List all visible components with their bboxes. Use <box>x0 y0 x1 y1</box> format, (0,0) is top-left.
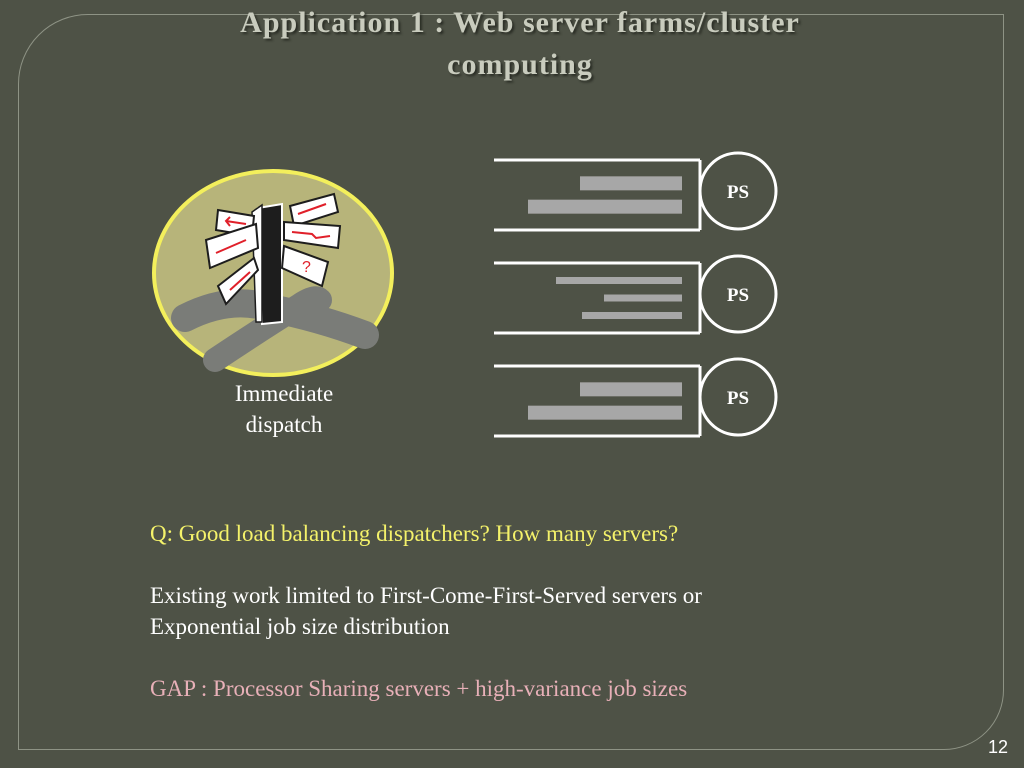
dispatch-label-line-2: dispatch <box>245 412 323 437</box>
queued-job-bar <box>580 176 682 191</box>
server-circle <box>698 357 778 437</box>
server-label: PS <box>727 182 749 203</box>
queued-job-bar <box>556 277 682 284</box>
server-label: PS <box>727 285 749 306</box>
slide-frame <box>18 14 1004 750</box>
signpost-icon: ? <box>204 192 342 326</box>
queued-job-bar <box>580 382 682 397</box>
queued-job-bar <box>604 294 682 302</box>
gap-text: GAP : Processor Sharing servers + high-v… <box>150 676 688 701</box>
server-2: PS <box>494 254 778 335</box>
server-1: PS <box>494 151 778 232</box>
server-circle <box>698 151 778 231</box>
queued-job-bar <box>528 199 682 214</box>
existing-work-text: Existing work limited to First-Come-Firs… <box>150 580 950 642</box>
question-text: Q: Good load balancing dispatchers? How … <box>150 521 679 546</box>
dispatch-label: Immediate dispatch <box>200 378 368 440</box>
server-circle <box>698 254 778 334</box>
queue-buffer <box>494 364 702 438</box>
dispatcher-illustration: ? <box>152 169 394 377</box>
queue-buffer <box>494 158 702 232</box>
page-number: 12 <box>987 737 1008 757</box>
title-line-1: Application 1 : Web server farms/cluster <box>240 6 800 39</box>
signpost-question-mark: ? <box>302 259 311 276</box>
server-3: PS <box>494 357 778 438</box>
server-list: PS PS PS <box>494 151 778 438</box>
queued-job-bar <box>582 312 682 319</box>
road-branch-icon <box>203 286 332 372</box>
existing-work-line-2: Exponential job size distribution <box>150 614 450 639</box>
dispatch-label-line-1: Immediate <box>234 381 334 406</box>
existing-work-line-1: Existing work limited to First-Come-Firs… <box>150 583 702 608</box>
title-line-2: computing <box>447 48 593 81</box>
queued-job-bar <box>528 405 682 420</box>
slide-title: Application 1 : Web server farms/cluster… <box>100 2 940 86</box>
server-label: PS <box>727 388 749 409</box>
